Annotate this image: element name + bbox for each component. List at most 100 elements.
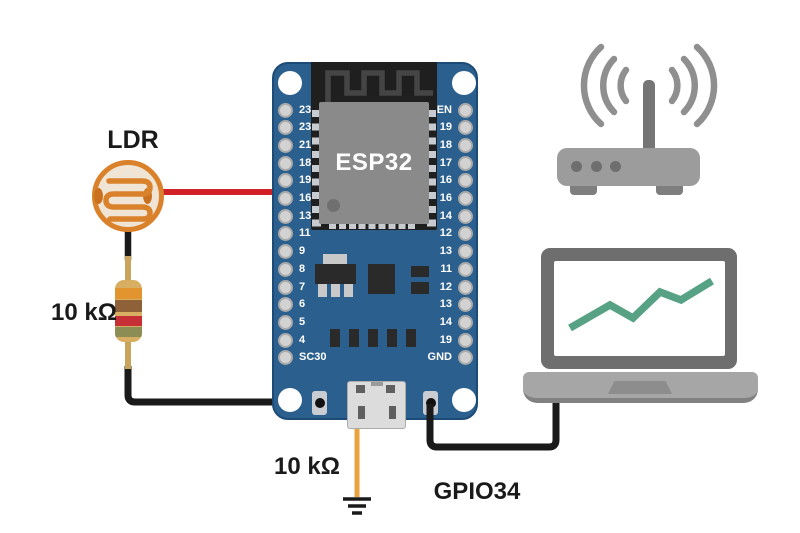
pin-row: 17 (407, 155, 473, 171)
chip-label: ESP32 (335, 149, 413, 176)
pin-hole-icon (458, 297, 473, 313)
pin-hole-icon (278, 226, 293, 242)
pin-label: 23 (299, 103, 312, 116)
pin-hole-icon (458, 102, 473, 118)
esp32-board: ESP32 (272, 62, 478, 429)
gpio-pin-label: GPIO34 (433, 478, 521, 505)
pin-row: 16 (407, 173, 473, 189)
resistor-lead (125, 256, 131, 282)
pin-label: 16 (439, 192, 452, 205)
pin-header (387, 329, 397, 347)
pin-hole-icon (278, 173, 293, 189)
pin-row: 18 (407, 137, 473, 153)
pin-row: 9 (278, 244, 348, 260)
pin-row: 6 (278, 297, 348, 313)
button-cap (314, 398, 325, 408)
pin-column-right: EN 19 18 17 16 16 14 12 13 11 12 13 14 1… (407, 102, 473, 366)
pin-hole-icon (458, 244, 473, 260)
resistor-lead (125, 340, 131, 369)
pin-row: 12 (407, 226, 473, 242)
pin-label: EN (436, 103, 452, 116)
ground-symbol-icon (343, 497, 371, 515)
pin-hole-icon (278, 350, 293, 366)
pin-hole-icon (278, 297, 293, 313)
pin-row: 14 (407, 314, 473, 330)
pin-row: 16 (407, 191, 473, 207)
pin-row: EN (407, 102, 473, 118)
pin-label: 12 (439, 280, 452, 293)
pin-column-left: 23 23 21 18 19 16 13 11 9 8 7 6 5 4 SC30 (278, 102, 348, 366)
resistor-value-label: 10 kΩ (51, 299, 117, 326)
pin-label: 11 (440, 262, 452, 275)
pin-row: 13 (278, 208, 348, 224)
regulator-leg (331, 284, 340, 297)
button-cap (425, 398, 436, 408)
pin-label: 18 (439, 138, 452, 151)
pin-label: 7 (299, 280, 306, 293)
ldr-lead-bump (143, 188, 152, 204)
pin-hole-icon (278, 244, 293, 260)
usb-connector (347, 381, 406, 429)
pin-row: 14 (407, 208, 473, 224)
router-foot (656, 185, 683, 195)
smd-component (411, 266, 429, 277)
regulator-leg (344, 284, 353, 297)
pin-header (368, 329, 378, 347)
touchpad (608, 381, 672, 394)
router-led (610, 161, 621, 172)
pin-row: 13 (407, 297, 473, 313)
pin-label: 18 (299, 156, 312, 169)
pin-label: 23 (299, 121, 312, 134)
ground-resistor-label: 10 kΩ (274, 453, 340, 480)
resistor-band (115, 288, 142, 299)
pin-label: 13 (439, 245, 452, 258)
resistor-band (115, 300, 142, 312)
pin-label: 12 (439, 227, 452, 240)
pin-row: 23 (278, 120, 348, 136)
pin-hole-icon (458, 191, 473, 207)
pin-label: 9 (299, 245, 306, 258)
chart-line (568, 277, 714, 332)
pin-row: 13 (407, 244, 473, 260)
chip-dot (327, 199, 340, 212)
pin-label: 16 (299, 192, 312, 205)
pin-row: 7 (278, 279, 348, 295)
mounting-hole (452, 388, 476, 412)
pin-label: 19 (299, 174, 312, 187)
pin-hole-icon (278, 279, 293, 295)
pin-hole-icon (278, 120, 293, 136)
pin-hole-icon (458, 332, 473, 348)
pin-row: 19 (407, 332, 473, 348)
pin-row: 11 (278, 226, 348, 242)
wire-board-to-laptop (426, 400, 560, 451)
resistor-band (115, 327, 142, 337)
pin-label: 16 (439, 174, 452, 187)
pin-hole-icon (458, 173, 473, 189)
pin-row: 8 (278, 261, 348, 277)
router-antenna (643, 80, 655, 152)
pin-row: SC30 (278, 350, 348, 366)
pin-row: 21 (278, 137, 348, 153)
en-button (312, 391, 327, 415)
pin-hole-icon (458, 226, 473, 242)
module-pads (329, 221, 417, 229)
pin-row: 18 (278, 155, 348, 171)
wire-resistor-to-board (124, 366, 294, 406)
pin-hole-icon (458, 155, 473, 171)
ldr-label: LDR (107, 126, 159, 154)
mounting-hole (278, 388, 302, 412)
pin-label: 6 (299, 298, 306, 311)
pin-label: SC30 (299, 351, 327, 364)
router-foot (570, 185, 597, 195)
pin-header (406, 329, 416, 347)
pin-label: GND (427, 351, 452, 364)
usb-pin (358, 406, 365, 419)
regulator-tab (323, 254, 347, 265)
pin-label: 19 (439, 121, 452, 134)
usb-pin (356, 385, 365, 393)
